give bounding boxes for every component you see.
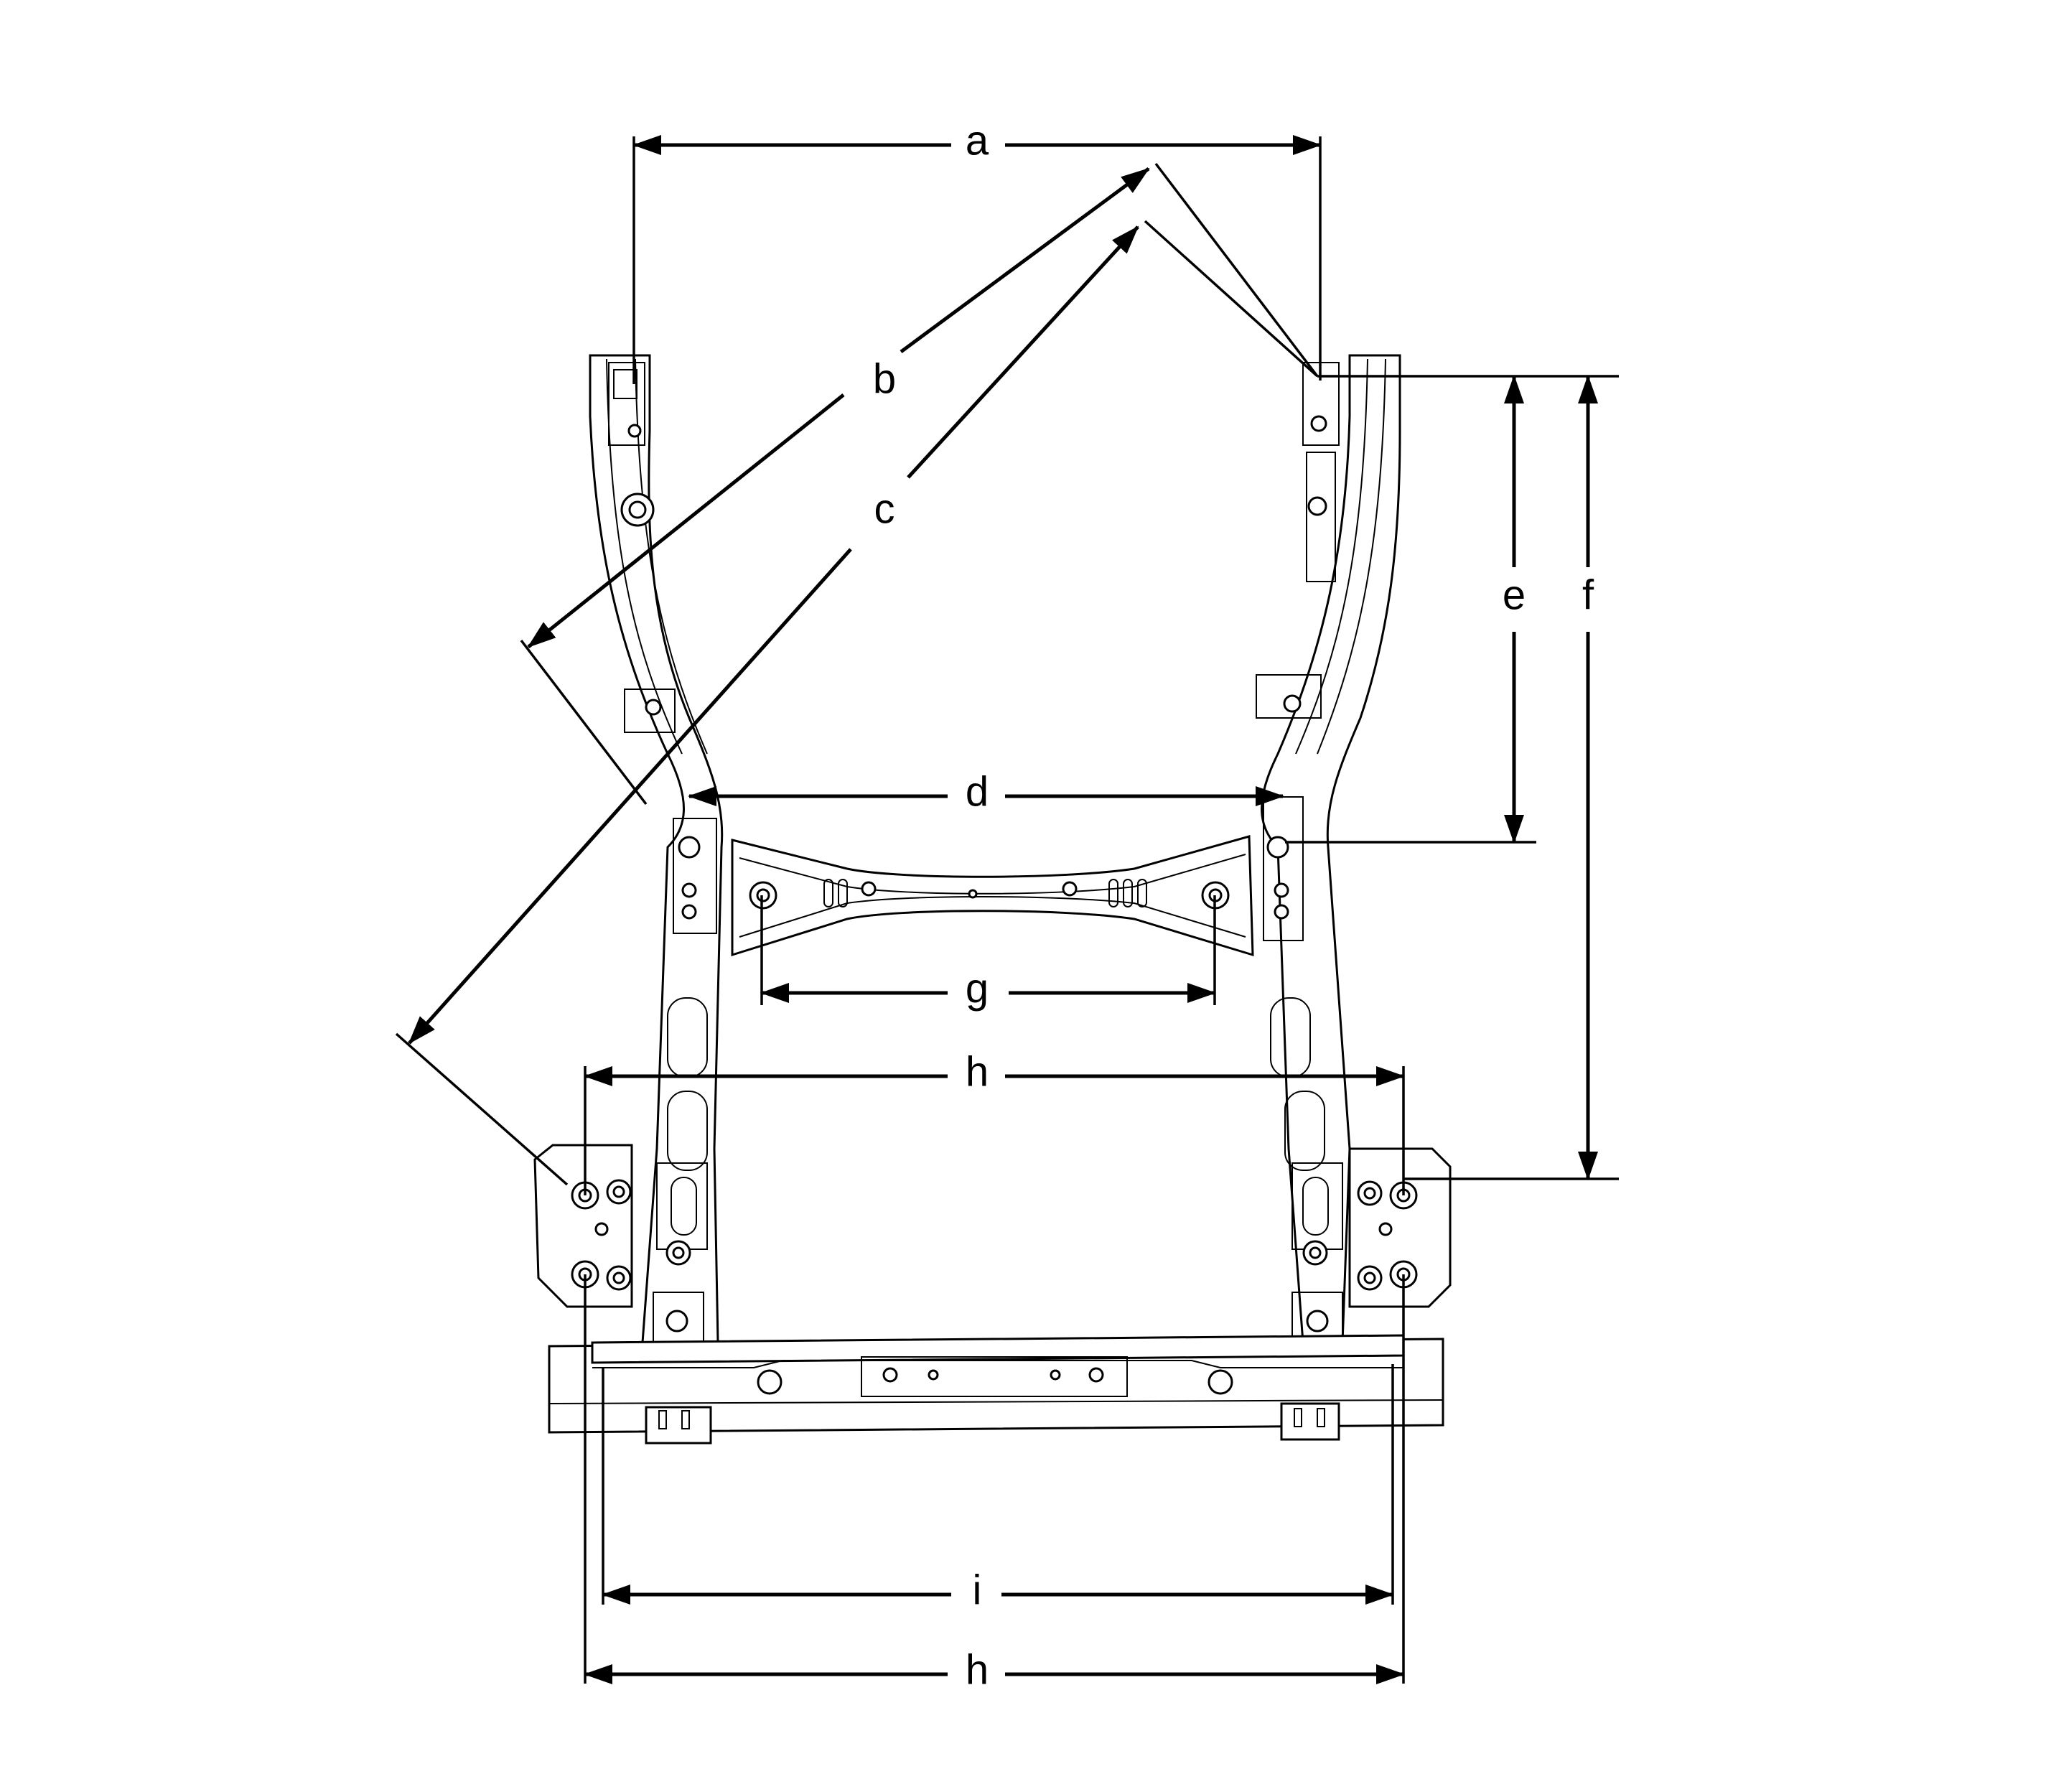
center-crossmember — [731, 835, 1254, 957]
dimension-c — [395, 220, 1319, 1186]
dimension-f — [1403, 375, 1619, 1180]
label-a: a — [966, 117, 989, 164]
left-rear-mount — [533, 1144, 633, 1308]
dimension-i — [602, 1364, 1394, 1605]
dimension-e — [1285, 375, 1619, 844]
label-b: b — [873, 355, 896, 402]
dimension-a — [632, 135, 1322, 384]
dimension-lines — [395, 135, 1619, 1684]
dimension-h-lower — [584, 1274, 1405, 1684]
label-d: d — [966, 768, 989, 815]
label-f: f — [1582, 571, 1594, 618]
label-c: c — [874, 485, 895, 532]
dimension-h-upper — [584, 1066, 1405, 1195]
vehicle-frame — [533, 354, 1452, 1445]
dimension-g — [760, 895, 1216, 1005]
right-rear-mount — [1348, 1147, 1452, 1308]
rear-crossmember — [548, 1334, 1444, 1445]
label-h-lower: h — [966, 1646, 989, 1693]
label-h-upper: h — [966, 1048, 989, 1095]
label-i: i — [973, 1567, 982, 1613]
label-g: g — [966, 965, 989, 1012]
dimension-b — [520, 162, 1319, 806]
dimension-labels: a b c d e f g h i h — [873, 117, 1594, 1693]
label-e: e — [1503, 571, 1526, 618]
